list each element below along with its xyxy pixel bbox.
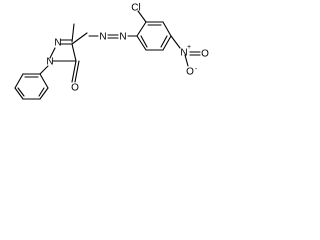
bond-ar4: [162, 35, 172, 51]
bond-ph5: [39, 87, 49, 100]
bond-c5-o-a: [71, 60, 77, 83]
azo-nitrogen-1-label: N: [99, 32, 106, 43]
bond-ar-nitro: [170, 35, 181, 49]
bond-layer: [14, 10, 201, 100]
bond-c3-c4: [71, 32, 88, 45]
bond-n1-ph: [39, 65, 49, 75]
bond-ph6: [39, 73, 49, 89]
atom-label-layer: N N O N N Cl N O O + -: [46, 3, 209, 94]
structure-svg: N N O N N Cl N O O + -: [14, 3, 209, 100]
bond-c3-methyl: [71, 23, 75, 43]
nitro-oxygen-2-label: O: [201, 49, 209, 60]
bond-ph-d3: [38, 87, 45, 97]
bond-ar-cl: [137, 10, 147, 23]
bond-ph3: [14, 87, 24, 100]
bond-n1-n2: [49, 47, 56, 59]
ring-nitrogen-2-label: N: [54, 38, 61, 49]
bond-c5-o-b: [74, 60, 80, 83]
chlorine-label: Cl: [131, 3, 140, 14]
nitro-oxygen-1-label: O: [186, 67, 194, 78]
ring-nitrogen-1-label: N: [46, 57, 53, 68]
bond-nitro-o1: [184, 54, 189, 67]
bond-ar-d3: [140, 35, 148, 48]
molecule-diagram: N N O N N Cl N O O + -: [0, 0, 214, 100]
nitro-nitrogen-label: N: [180, 48, 187, 59]
carbonyl-oxygen-label: O: [71, 83, 79, 94]
bond-ar3: [162, 21, 172, 37]
nitro-minus-charge: -: [195, 66, 198, 73]
azo-nitrogen-2-label: N: [119, 32, 126, 43]
bond-ar1: [136, 21, 147, 37]
bond-ar6: [136, 35, 147, 51]
bond-ph-d2: [17, 87, 25, 97]
bond-ar-d2: [160, 35, 168, 48]
nitro-plus-charge: +: [187, 44, 191, 51]
bond-c4-c5: [71, 43, 77, 62]
bond-ph2: [14, 73, 24, 89]
